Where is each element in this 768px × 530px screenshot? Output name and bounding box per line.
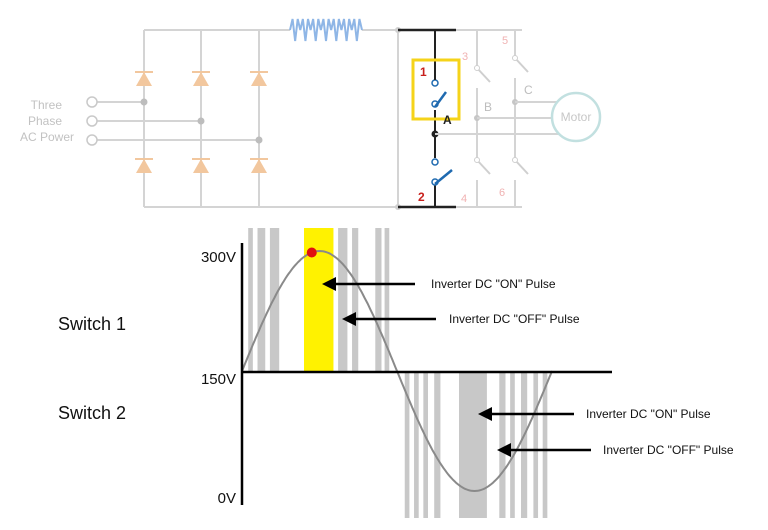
arrow-s2-on-head bbox=[478, 407, 492, 421]
switch-2-number: 2 bbox=[418, 190, 425, 204]
annotation-s2-on: Inverter DC "ON" Pulse bbox=[586, 407, 711, 421]
diode-2-upper bbox=[193, 72, 209, 86]
switch-5-number: 5 bbox=[502, 35, 508, 47]
switch-2-pulse-7 bbox=[510, 372, 515, 518]
inductor-coil bbox=[289, 18, 363, 42]
switch-6-blade bbox=[514, 159, 529, 175]
y-label-300v: 300V bbox=[201, 249, 236, 266]
diode-1-lower bbox=[136, 159, 152, 173]
switch-2-pulse-1 bbox=[404, 372, 410, 518]
switch-2-pulse-3 bbox=[423, 372, 428, 518]
switch-2-pulse-2 bbox=[414, 372, 419, 518]
switch-1-pulse-5 bbox=[338, 228, 348, 372]
switch-1-pulse-6 bbox=[352, 228, 359, 372]
switch-2-pulse-10 bbox=[542, 372, 548, 518]
diode-3-lower bbox=[251, 159, 267, 173]
switch-1-pulse-3 bbox=[269, 228, 280, 372]
ac-terminal-2 bbox=[86, 115, 98, 127]
switch-2-blade bbox=[434, 169, 453, 185]
switch-1-blade bbox=[433, 91, 448, 108]
switch-3-contact bbox=[474, 65, 480, 71]
switch-4-contact bbox=[474, 157, 480, 163]
switch-4-number: 4 bbox=[461, 193, 467, 205]
switch-1-pulse-8 bbox=[384, 228, 390, 372]
annotation-s2-off: Inverter DC "OFF" Pulse bbox=[603, 443, 734, 457]
annotation-s1-on: Inverter DC "ON" Pulse bbox=[431, 277, 556, 291]
inverter-bridge: 1 2 A 3 4 B bbox=[398, 28, 602, 209]
switch-6-number: 6 bbox=[499, 187, 505, 199]
switch-2-contact-top bbox=[431, 158, 439, 166]
switch-1-pulse-7 bbox=[375, 228, 382, 372]
arrow-s1-off-head bbox=[342, 312, 356, 326]
node-b-label: B bbox=[484, 100, 492, 114]
switch-2-pulse-5 bbox=[459, 372, 487, 518]
ac-inputs: Three Phase AC Power bbox=[20, 96, 263, 146]
rectifier-diodes bbox=[135, 71, 268, 173]
node-a-label: A bbox=[443, 113, 452, 127]
switch-2-label: Switch 2 bbox=[58, 403, 126, 423]
ac-source-label-2: Phase bbox=[28, 114, 62, 128]
leg-c: 5 6 C bbox=[499, 30, 560, 207]
ac-node-1 bbox=[140, 98, 148, 106]
switch-1-label: Switch 1 bbox=[58, 314, 126, 334]
switch-3-number: 3 bbox=[462, 51, 468, 63]
switch-1-pulse-2 bbox=[257, 228, 266, 372]
pwm-chart: 300V 150V 0V Switch 1 Switch 2 Inverter … bbox=[58, 228, 734, 518]
motor-symbol bbox=[550, 91, 602, 143]
peak-marker bbox=[306, 247, 317, 258]
switch-2-pulse-9 bbox=[533, 372, 539, 518]
ac-terminal-3 bbox=[86, 134, 98, 146]
rectifier-circuit: Three Phase AC Power bbox=[20, 18, 522, 210]
switch-1-number: 1 bbox=[420, 65, 427, 79]
switch-2-pulse-4 bbox=[434, 372, 441, 518]
switch-5-contact bbox=[512, 55, 518, 61]
ac-source-label-3: AC Power bbox=[20, 130, 74, 144]
diode-2-lower bbox=[193, 159, 209, 173]
ac-node-2 bbox=[197, 117, 205, 125]
switch-1-highlight bbox=[411, 58, 461, 121]
ac-terminal-1 bbox=[86, 96, 98, 108]
arrow-s2-off-head bbox=[497, 443, 511, 457]
ac-node-3 bbox=[255, 136, 263, 144]
switch-1-contact-top bbox=[431, 79, 439, 87]
switch-3-blade bbox=[476, 67, 491, 83]
annotation-arrows: Inverter DC "ON" Pulse Inverter DC "OFF"… bbox=[322, 277, 734, 457]
arrow-s1-on-head bbox=[322, 277, 336, 291]
diode-3-upper bbox=[251, 72, 267, 86]
motor-label: Motor bbox=[561, 110, 592, 124]
y-label-150v: 150V bbox=[201, 371, 236, 388]
switch-4-blade bbox=[476, 159, 491, 175]
switch-1-pulse-1 bbox=[248, 228, 253, 372]
ac-source-label-1: Three bbox=[31, 98, 63, 112]
node-c-label: C bbox=[524, 83, 533, 97]
diode-1-upper bbox=[136, 72, 152, 86]
y-label-0v: 0V bbox=[218, 490, 236, 507]
switch-6-contact bbox=[512, 157, 518, 163]
switch-2-pulse-8 bbox=[521, 372, 528, 518]
leg-b: 3 4 B bbox=[461, 30, 560, 207]
annotation-s1-off: Inverter DC "OFF" Pulse bbox=[449, 312, 580, 326]
switch-2-pulse-6 bbox=[499, 372, 506, 518]
switch-5-blade bbox=[514, 57, 529, 73]
